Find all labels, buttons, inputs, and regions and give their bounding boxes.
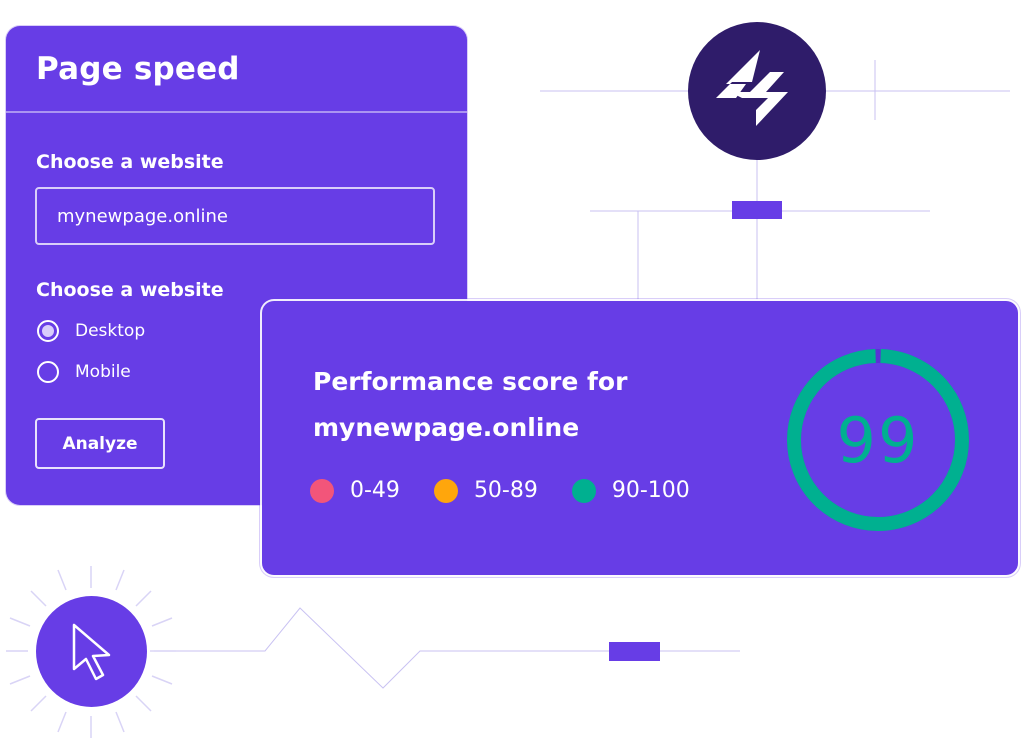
radio-checked-icon[interactable] [37, 320, 59, 342]
legend-dot-orange [433, 478, 458, 503]
performance-title-line1: Performance score for [313, 367, 628, 396]
legend-dot-green [571, 478, 596, 503]
mouse-pointer-icon [72, 623, 110, 680]
performance-card: Performance score for mynewpage.online 0… [262, 301, 1018, 575]
radio-mobile[interactable]: Mobile [37, 361, 131, 383]
radio-unchecked-icon[interactable] [37, 361, 59, 383]
cursor-badge [36, 596, 147, 707]
radio-desktop-label: Desktop [75, 321, 146, 341]
lightning-bolt-logo-icon [716, 50, 788, 126]
website-input-value: mynewpage.online [57, 205, 228, 227]
website-label: Choose a website [36, 151, 224, 173]
analyze-button[interactable]: Analyze [35, 418, 165, 469]
legend-dot-red [310, 478, 334, 503]
legend-label-high: 90-100 [611, 478, 690, 503]
score-value: 99 [836, 403, 920, 477]
page-speed-title: Page speed [36, 50, 240, 87]
radio-desktop[interactable]: Desktop [37, 320, 145, 342]
legend-item-low: 0-49 [310, 478, 400, 503]
decor-bar-bottom [609, 642, 660, 661]
legend-label-low: 0-49 [350, 478, 400, 503]
score-gauge [787, 349, 969, 531]
device-label: Choose a website [36, 279, 224, 301]
legend-item-mid: 50-89 [433, 478, 538, 503]
legend-item-high: 90-100 [571, 478, 690, 503]
performance-title: Performance score for mynewpage.online [313, 359, 627, 451]
decor-bar-top [732, 201, 782, 219]
website-input[interactable]: mynewpage.online [35, 187, 435, 245]
logo [688, 22, 826, 160]
score-legend: 0-49 50-89 90-100 [310, 478, 724, 503]
page-speed-header: Page speed [6, 26, 467, 113]
legend-label-mid: 50-89 [473, 478, 538, 503]
radio-mobile-label: Mobile [75, 362, 131, 382]
performance-title-line2: mynewpage.online [313, 413, 580, 442]
score-gauge-arc [787, 349, 969, 531]
